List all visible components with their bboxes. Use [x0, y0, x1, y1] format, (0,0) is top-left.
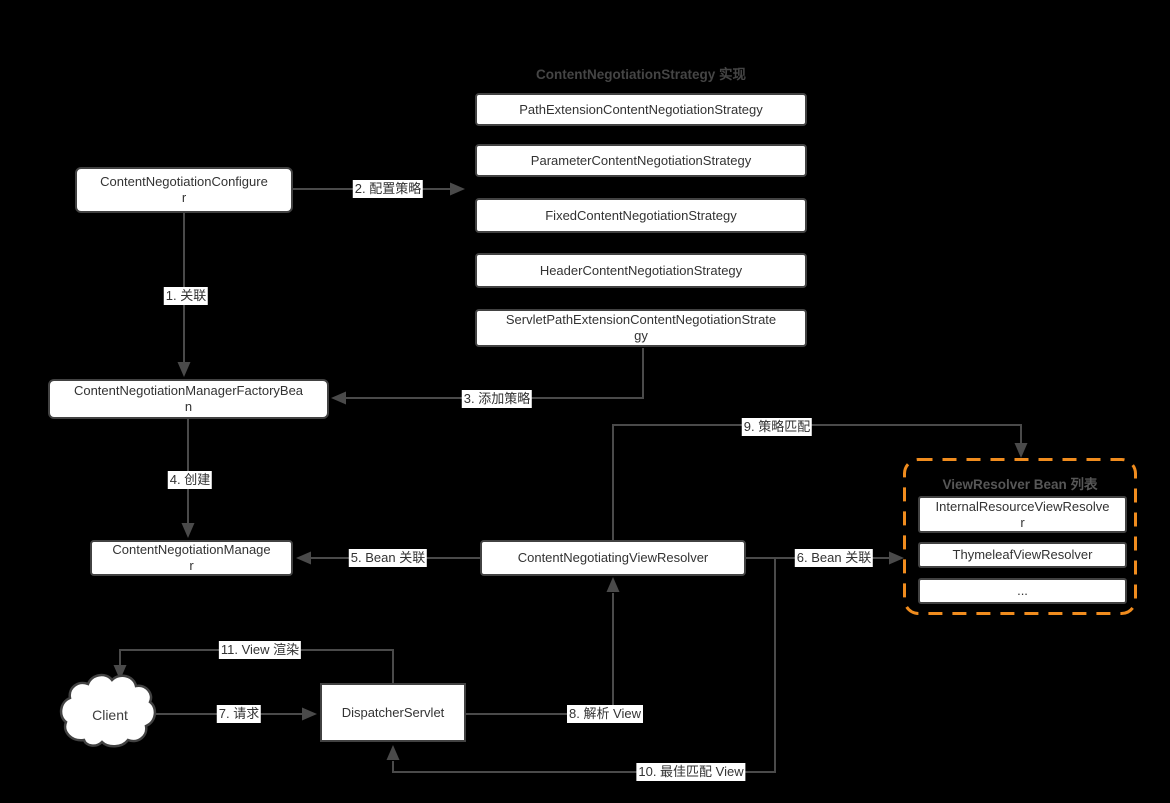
- edge-label-4-create: 4. 创建: [167, 471, 213, 489]
- node-internal-resource-view-resolver: InternalResourceViewResolve r: [918, 496, 1127, 533]
- node-dispatcher-servlet: DispatcherServlet: [320, 683, 466, 742]
- node-parameter-strategy: ParameterContentNegotiationStrategy: [475, 144, 807, 177]
- client-label: Client: [92, 707, 128, 723]
- connector-9-strategy-match: [612, 424, 1022, 540]
- arrowhead-left-icon: [331, 391, 346, 405]
- edge-label-9-strategy-match: 9. 策略匹配: [741, 418, 813, 436]
- arrowhead-down-icon: [181, 523, 195, 538]
- view-resolver-group-title: ViewResolver Bean 列表: [942, 477, 1098, 492]
- strategy-group-title: ContentNegotiationStrategy 实现: [535, 67, 746, 82]
- arrowhead-right-icon: [889, 551, 904, 565]
- node-content-negotiation-configurer: ContentNegotiationConfigure r: [75, 167, 293, 213]
- connector-8-resolve-view: [466, 593, 614, 715]
- node-thymeleaf-view-resolver: ThymeleafViewResolver: [918, 542, 1127, 568]
- connector-10-best-match-view: [392, 558, 776, 773]
- edge-label-3-add-strategy: 3. 添加策略: [461, 390, 533, 408]
- arrowhead-up-icon: [386, 745, 400, 760]
- node-content-negotiation-manager-factory-bean: ContentNegotiationManagerFactoryBea n: [48, 379, 329, 419]
- node-header-strategy: HeaderContentNegotiationStrategy: [475, 253, 807, 288]
- client-cloud-icon: [59, 673, 157, 748]
- arrowhead-right-icon: [450, 182, 465, 196]
- edge-label-7-request: 7. 请求: [216, 705, 262, 723]
- node-ellipsis-view-resolver: ...: [918, 578, 1127, 604]
- node-path-extension-strategy: PathExtensionContentNegotiationStrategy: [475, 93, 807, 126]
- arrowhead-up-icon: [606, 577, 620, 592]
- node-servlet-path-extension-strategy: ServletPathExtensionContentNegotiationSt…: [475, 309, 807, 347]
- edge-label-8-resolve-view: 8. 解析 View: [566, 705, 644, 723]
- edge-label-6-bean-associate: 6. Bean 关联: [794, 549, 874, 567]
- edge-label-10-best-match-view: 10. 最佳匹配 View: [636, 763, 746, 781]
- arrowhead-down-icon: [177, 362, 191, 377]
- node-content-negotiation-manager: ContentNegotiationManage r: [90, 540, 293, 576]
- edge-label-1-associate: 1. 关联: [163, 287, 209, 305]
- node-content-negotiating-view-resolver: ContentNegotiatingViewResolver: [480, 540, 746, 576]
- arrowhead-left-icon: [296, 551, 311, 565]
- node-fixed-strategy: FixedContentNegotiationStrategy: [475, 198, 807, 233]
- arrowhead-down-icon: [1014, 443, 1028, 458]
- arrowhead-down-icon: [113, 665, 127, 680]
- edge-label-2-configure: 2. 配置策略: [352, 180, 424, 198]
- view-resolver-group-border: [903, 458, 1137, 615]
- edge-label-11-view-render: 11. View 渲染: [218, 641, 302, 659]
- connector-3-add-strategy: [345, 348, 644, 399]
- arrowhead-right-icon: [302, 707, 317, 721]
- edge-label-5-bean-associate: 5. Bean 关联: [348, 549, 428, 567]
